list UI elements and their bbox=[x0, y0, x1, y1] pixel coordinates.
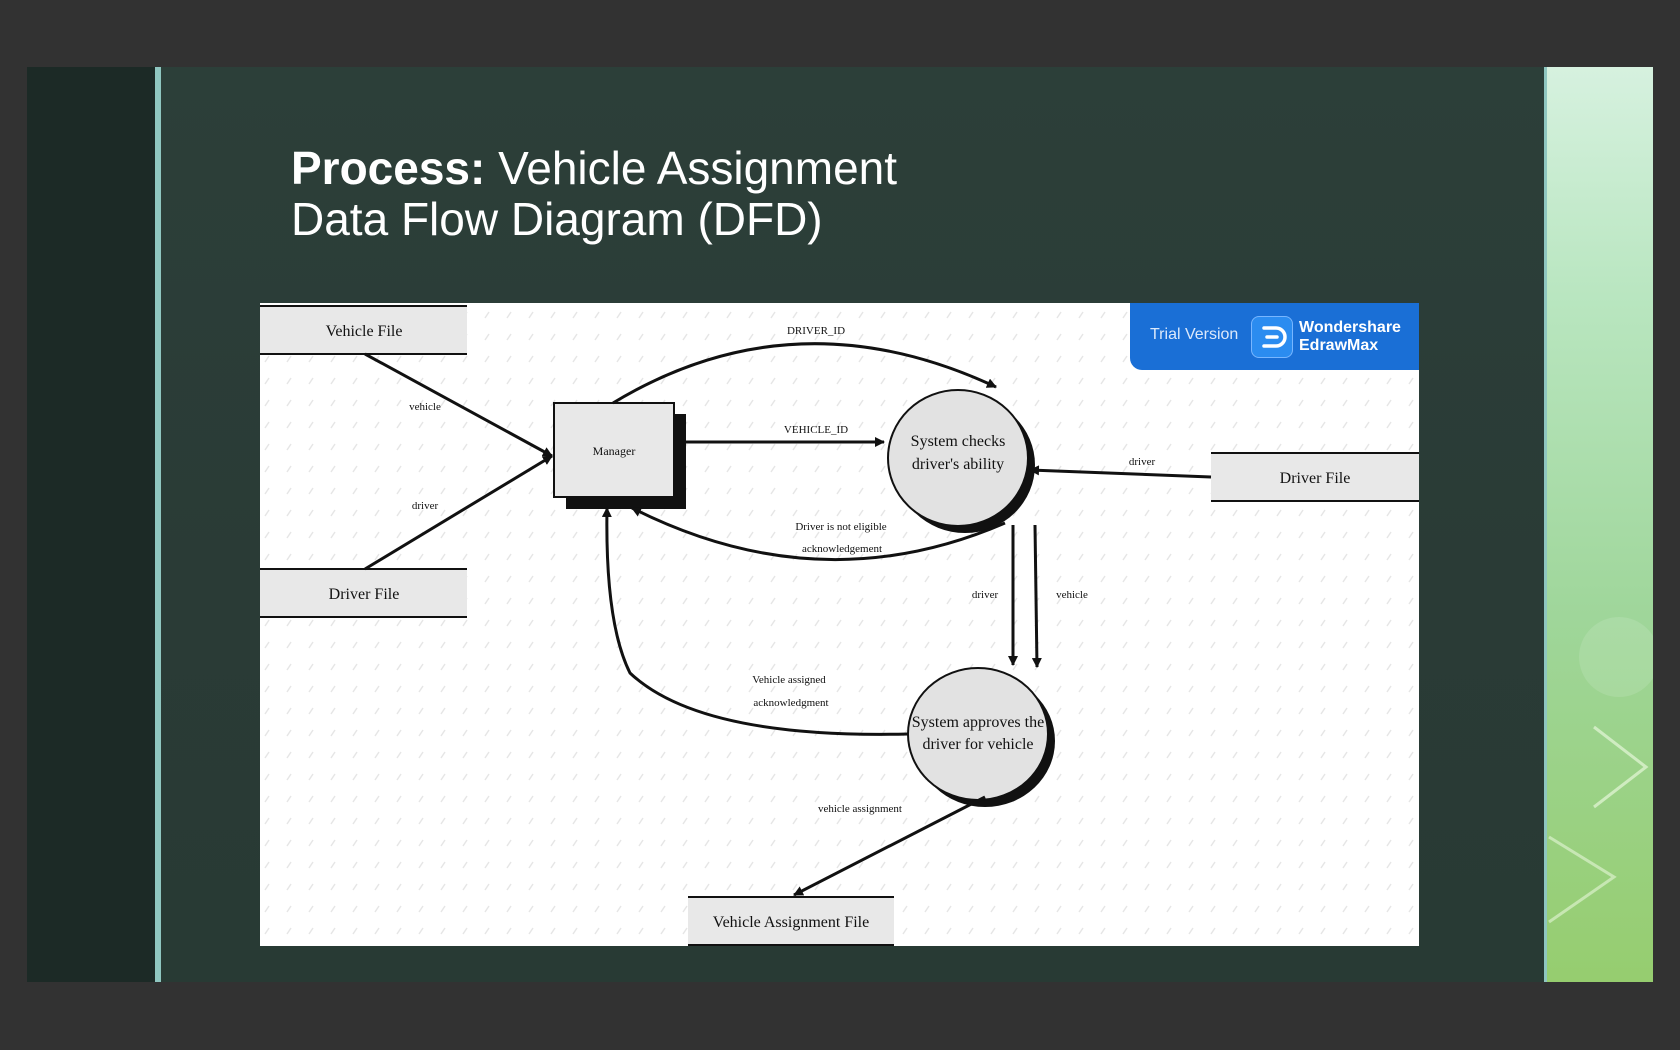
flow-label-vehicle-down: vehicle bbox=[1056, 589, 1088, 601]
store-label: Driver File bbox=[1280, 470, 1351, 487]
flow-label-driver: driver bbox=[412, 500, 439, 512]
dfd-diagram-image: Vehicle File Driver File Driver File Veh… bbox=[260, 303, 1419, 946]
flow-label-vehicle-assigned: Vehicle assigned bbox=[752, 674, 826, 686]
edrawmax-trial-watermark: Trial Version Wondershare EdrawMax bbox=[1130, 303, 1419, 370]
title-line1: Vehicle Assignment bbox=[485, 142, 898, 194]
slide-accent-line bbox=[155, 67, 161, 982]
dfd-diagram: Vehicle File Driver File Driver File Veh… bbox=[260, 303, 1419, 946]
watermark-brand-line1: Wondershare bbox=[1299, 319, 1401, 336]
process-label: driver's ability bbox=[912, 456, 1004, 473]
flow-arrows bbox=[364, 342, 1212, 897]
entity-manager: Manager bbox=[553, 402, 686, 509]
flow-vehicle-assigned bbox=[601, 507, 909, 736]
flow-vehicle-to-manager bbox=[364, 352, 553, 458]
flow-not-eligible bbox=[631, 506, 1006, 562]
flow-label-driver-right: driver bbox=[1129, 456, 1156, 468]
store-driver-file-right: Driver File bbox=[1211, 452, 1419, 502]
slide-right-accent-line bbox=[1544, 67, 1547, 982]
slide-left-band bbox=[27, 67, 155, 982]
flow-driver-id bbox=[612, 342, 997, 405]
store-label: Vehicle Assignment File bbox=[713, 914, 869, 931]
slide-right-decoration bbox=[1544, 67, 1653, 982]
diagram-background bbox=[260, 303, 1419, 946]
flow-driver-from-file bbox=[1029, 465, 1212, 479]
store-vehicle-assignment-file: Vehicle Assignment File bbox=[688, 896, 894, 946]
process-system-approves: System approves the driver for vehicle bbox=[907, 667, 1055, 807]
title-bold: Process: bbox=[291, 142, 486, 194]
flow-label-vehicle: vehicle bbox=[409, 401, 441, 413]
flow-vehicle-assignment bbox=[793, 795, 986, 897]
flow-label-not-eligible: Driver is not eligible bbox=[795, 521, 886, 533]
flow-label-driver-down: driver bbox=[972, 589, 999, 601]
flow-label-driver-id: DRIVER_ID bbox=[787, 325, 845, 337]
store-label: Driver File bbox=[329, 586, 400, 603]
title-line2: Data Flow Diagram (DFD) bbox=[291, 193, 823, 245]
entity-label: Manager bbox=[593, 444, 636, 458]
slide: Process: Vehicle Assignment Data Flow Di… bbox=[27, 67, 1653, 982]
watermark-trial-text: Trial Version bbox=[1150, 326, 1239, 343]
store-vehicle-file: Vehicle File bbox=[260, 305, 467, 355]
watermark-brand: Wondershare EdrawMax bbox=[1299, 319, 1401, 355]
process-label: System checks bbox=[911, 433, 1006, 450]
store-driver-file-left: Driver File bbox=[260, 568, 467, 618]
store-label: Vehicle File bbox=[326, 323, 403, 340]
process-label: driver for vehicle bbox=[922, 736, 1033, 753]
edrawmax-logo-icon bbox=[1251, 316, 1293, 358]
flow-label-acknowledgement: acknowledgement bbox=[802, 543, 882, 555]
process-system-checks: System checks driver's ability bbox=[887, 389, 1035, 533]
chevron-decoration-icon bbox=[1548, 617, 1653, 924]
process-label: System approves the bbox=[912, 714, 1044, 731]
flow-driver-to-manager bbox=[364, 454, 553, 571]
flow-label-vehicle-assignment: vehicle assignment bbox=[818, 803, 902, 815]
flow-vehicle-down bbox=[1031, 524, 1042, 668]
flow-label-vehicle-id: VEHICLE_ID bbox=[784, 424, 848, 436]
slide-title: Process: Vehicle Assignment Data Flow Di… bbox=[291, 143, 1191, 245]
watermark-brand-line2: EdrawMax bbox=[1299, 337, 1379, 354]
flow-label-acknowledgment: acknowledgment bbox=[753, 697, 828, 709]
